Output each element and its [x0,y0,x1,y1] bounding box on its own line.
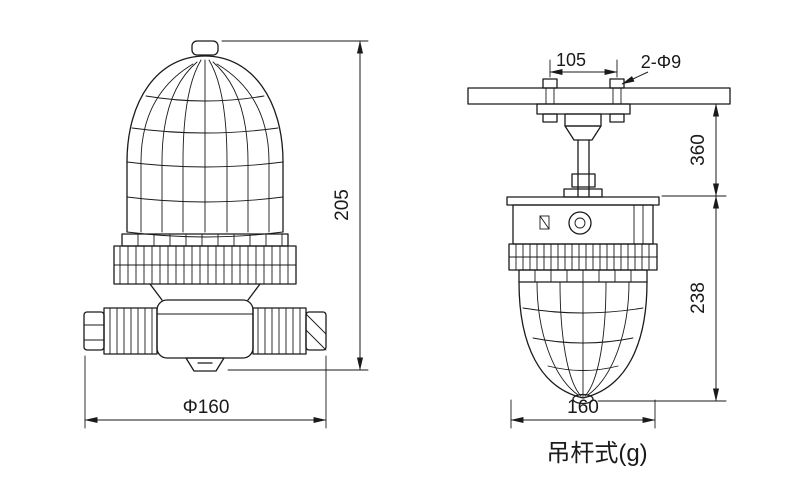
dim-label-diameter: Φ160 [183,397,230,418]
conduit-hub-left [83,307,158,355]
lamp-housing [512,204,654,245]
housing-hinge [633,204,644,245]
left-hub-threads [109,307,153,355]
dim-extension-lines [221,40,369,371]
dim-lamp-height-238: 238 [597,195,727,402]
dim-bolt-holes-2phi9: 2-Φ9 [621,52,681,85]
wire-guard-cage [518,281,648,405]
body-shoulders [149,283,261,301]
wire-guard-cage [126,40,284,238]
cage-vertical-bars [536,281,630,399]
flange-boss [564,113,602,127]
dim-bolt-spacing-105: 105 [549,50,618,78]
dim-diameter-160: Φ160 [84,355,327,429]
flange-taper [564,125,602,141]
suspension-assembly [536,103,631,197]
figure-caption: 吊杆式(g) [546,440,647,467]
conduit-hub-right [252,307,327,355]
neck-step [563,188,603,198]
dim-label-bolt-holes: 2-Φ9 [641,52,681,72]
leader-line [621,71,649,85]
right-hub-plug [305,311,327,351]
housing-bolt [539,215,550,230]
collar-slots [137,233,283,247]
sight-glass-inner [574,217,586,229]
dim-extension-lines [510,399,656,429]
junction-box [83,299,327,372]
cage-vertical-bars [140,59,270,233]
junction-box-body [156,299,254,359]
cage-outline [518,281,648,399]
dim-label-bolt-spacing: 105 [556,50,586,70]
flange-plate [536,103,631,115]
bottom-tab [185,357,225,372]
lamp-lid [506,196,660,206]
ceiling-plate [467,78,731,123]
dim-extension-lines [84,355,327,429]
dim-height-205: 205 [221,40,369,371]
cage-dome-outline [126,55,284,163]
rod-collar [571,173,596,188]
dim-label-suspension: 360 [688,134,709,166]
left-hub-plug [83,311,105,351]
cage-top-knob [191,40,219,56]
dim-label-lamp-width: 160 [567,397,599,418]
bolt-right [609,78,625,123]
pendant-view-figure: 105 2-Φ9 360 238 160 吊杆式(g) [467,50,731,467]
cage-bottom-knob [572,393,594,405]
dim-lamp-width-160: 160 [510,397,656,429]
cage-mount-collar [121,233,289,247]
dim-label-lamp-height: 238 [688,282,709,314]
right-hub-threads [257,307,301,355]
dim-label-height: 205 [332,189,353,221]
front-view-figure: 205 Φ160 [83,40,369,429]
pendant-lamp [506,188,660,405]
lamp-body [113,233,297,301]
dim-suspension-360: 360 [661,103,727,197]
mounting-plate [467,87,731,105]
sight-glass-outer [568,211,592,235]
collar-slots [534,269,632,283]
bolt-left [542,78,558,123]
